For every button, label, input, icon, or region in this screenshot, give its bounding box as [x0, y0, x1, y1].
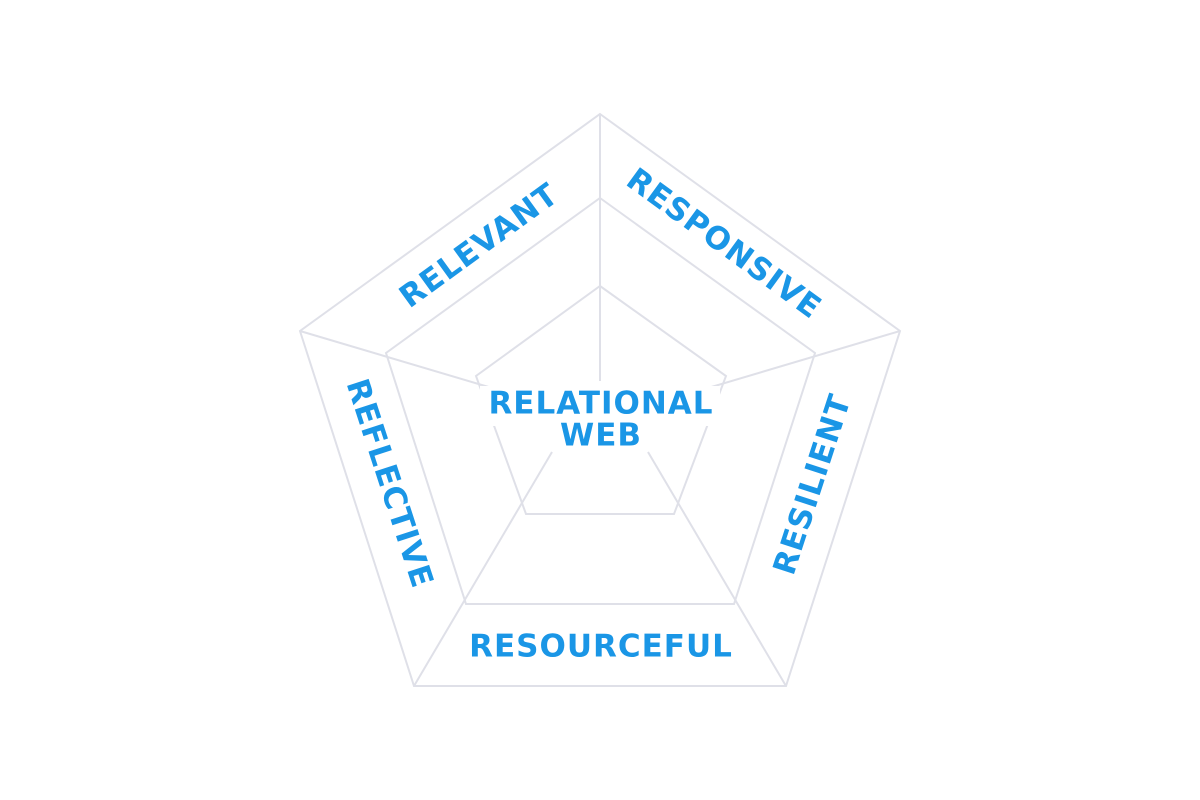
segment-label-reflective: REFLECTIVE — [339, 374, 441, 592]
inner-pentagon — [474, 284, 728, 515]
center-label-backdrop-1 — [480, 386, 720, 426]
center-label-backdrop-2 — [556, 420, 646, 456]
spoke-right — [707, 330, 901, 389]
spoke-bottom-right — [647, 451, 787, 687]
segment-label-resilient: RESILIENT — [766, 390, 858, 579]
outer-pentagon — [298, 112, 902, 687]
middle-pentagon — [384, 196, 817, 605]
center-label-line2: WEB — [560, 418, 642, 454]
segment-label-resourceful: RESOURCEFUL — [469, 629, 733, 665]
center-label-line1: RELATIONAL — [488, 386, 713, 422]
segment-label-responsive: RESPONSIVE — [620, 161, 828, 326]
spoke-left — [299, 330, 493, 389]
spoke-bottom-left — [413, 451, 553, 687]
